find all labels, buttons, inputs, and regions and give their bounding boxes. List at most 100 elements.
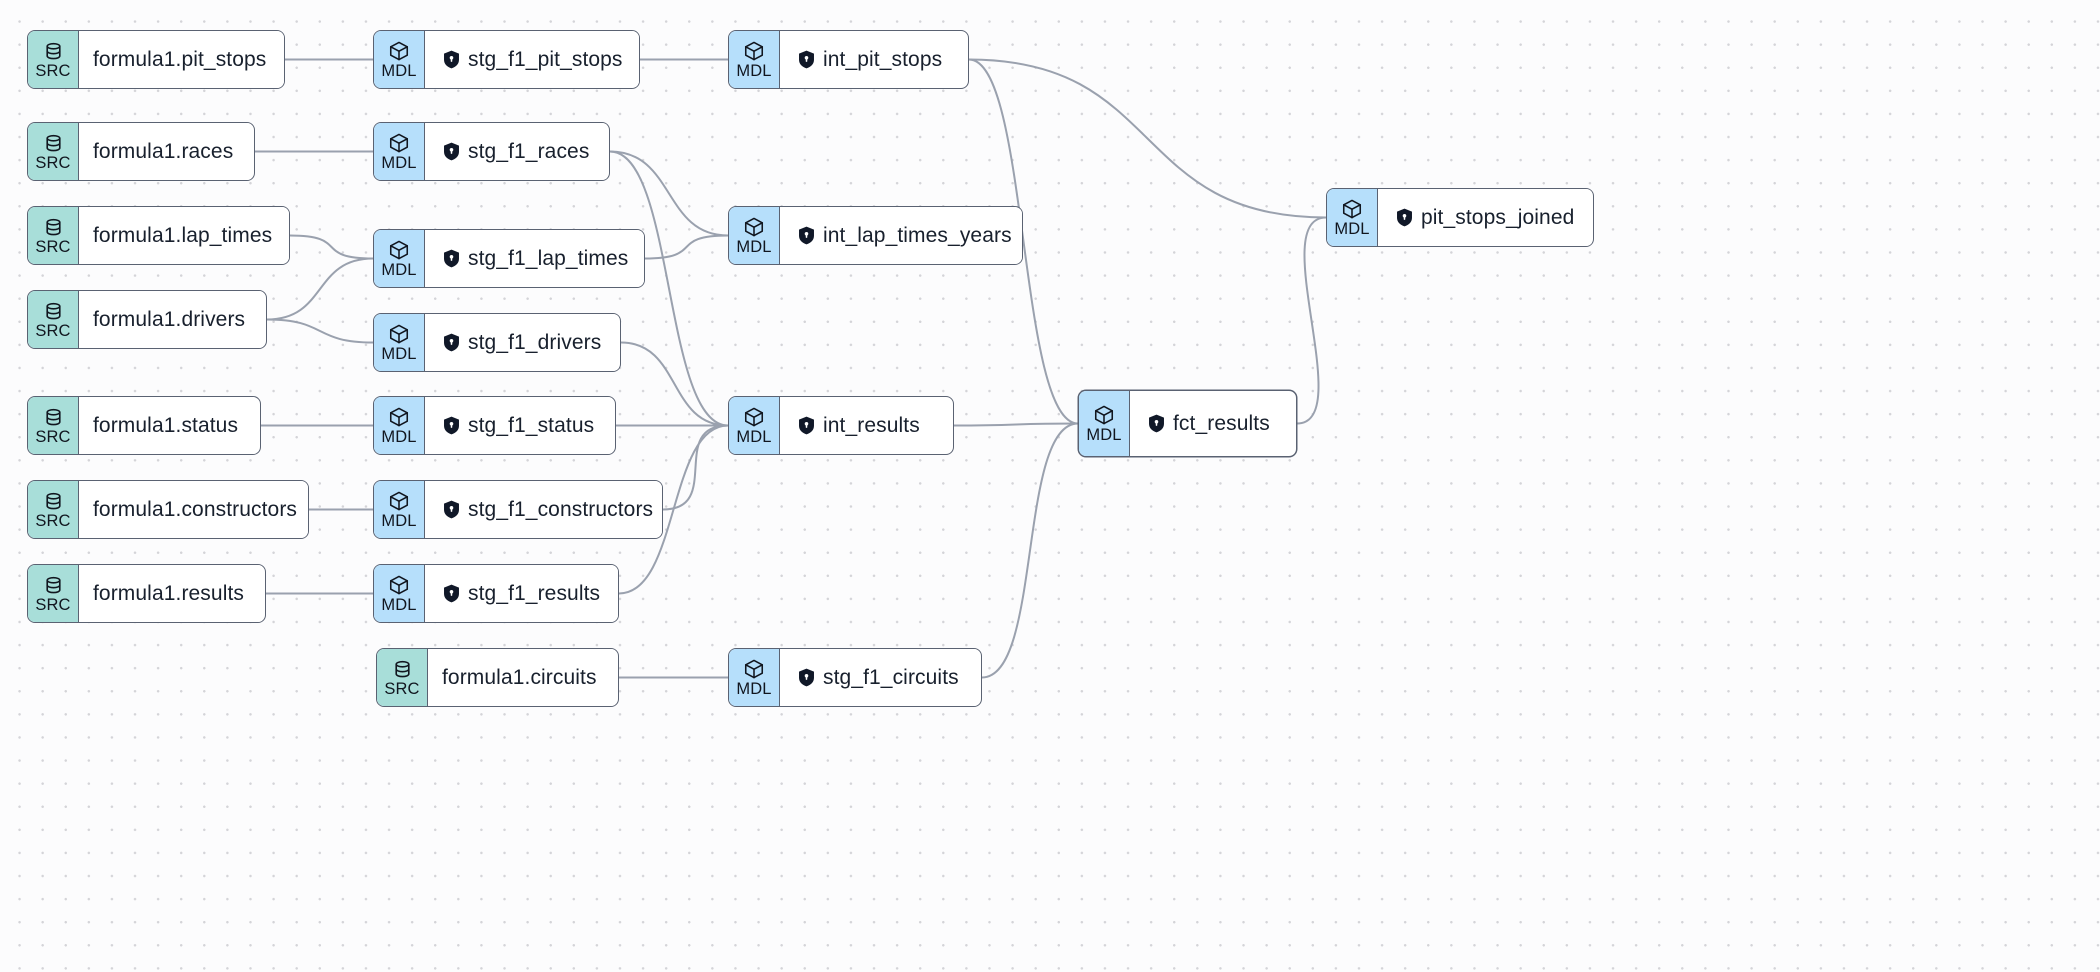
- database-icon: [43, 407, 64, 428]
- node-body-int_results: int_results: [780, 397, 938, 454]
- cube-icon: [743, 658, 765, 680]
- edge-stg_constructors-to-int_results: [662, 424, 729, 511]
- node-type-label: MDL: [381, 345, 417, 363]
- node-type-label: SRC: [35, 237, 71, 256]
- node-label: pit_stops_joined: [1421, 205, 1575, 229]
- node-label: formula1.drivers: [93, 307, 246, 331]
- node-type-label: MDL: [736, 238, 772, 256]
- cube-icon: [388, 323, 410, 345]
- edge-src_drivers-to-stg_lap_times: [266, 257, 374, 321]
- node-body-pit_stops_joined: pit_stops_joined: [1378, 189, 1593, 246]
- shield-icon: [798, 416, 815, 435]
- node-body-src_circuits: formula1.circuits: [428, 649, 615, 706]
- node-body-stg_circuits: stg_f1_circuits: [780, 649, 977, 706]
- node-type-label: MDL: [381, 62, 417, 80]
- node-src_circuits[interactable]: SRC formula1.circuits: [376, 648, 619, 707]
- shield-icon: [443, 500, 460, 519]
- edge-int_pit_stops-to-pit_stops_joined: [968, 58, 1327, 219]
- node-stg_status[interactable]: MDL stg_f1_status: [373, 396, 616, 455]
- node-type-badge-int_pit_stops: MDL: [729, 31, 780, 88]
- node-type-badge-src_circuits: SRC: [377, 649, 428, 706]
- node-body-src_pit_stops: formula1.pit_stops: [79, 31, 284, 88]
- node-stg_pit_stops[interactable]: MDL stg_f1_pit_stops: [373, 30, 640, 89]
- database-icon: [43, 575, 64, 596]
- node-type-badge-stg_races: MDL: [374, 123, 425, 180]
- node-body-int_lap_times_years: int_lap_times_years: [780, 207, 1022, 264]
- node-src_pit_stops[interactable]: SRC formula1.pit_stops: [27, 30, 285, 89]
- cube-icon: [388, 40, 410, 62]
- shield-icon: [443, 416, 460, 435]
- database-icon: [392, 659, 413, 680]
- node-type-label: MDL: [736, 62, 772, 80]
- node-body-src_lap_times: formula1.lap_times: [79, 207, 289, 264]
- node-stg_constructors[interactable]: MDL stg_f1_constructors: [373, 480, 663, 539]
- node-type-badge-src_lap_times: SRC: [28, 207, 79, 264]
- cube-icon: [388, 239, 410, 261]
- node-body-src_races: formula1.races: [79, 123, 252, 180]
- node-type-badge-stg_circuits: MDL: [729, 649, 780, 706]
- shield-icon: [798, 226, 815, 245]
- node-type-label: SRC: [35, 153, 71, 172]
- node-body-stg_lap_times: stg_f1_lap_times: [425, 230, 644, 287]
- node-type-label: MDL: [1086, 426, 1122, 444]
- node-body-stg_pit_stops: stg_f1_pit_stops: [425, 31, 639, 88]
- node-type-label: SRC: [35, 61, 71, 80]
- node-type-badge-stg_lap_times: MDL: [374, 230, 425, 287]
- node-body-stg_results: stg_f1_results: [425, 565, 618, 622]
- node-pit_stops_joined[interactable]: MDL pit_stops_joined: [1326, 188, 1594, 247]
- node-body-stg_constructors: stg_f1_constructors: [425, 481, 662, 538]
- database-icon: [43, 491, 64, 512]
- node-label: formula1.status: [93, 413, 239, 437]
- node-type-label: SRC: [35, 427, 71, 446]
- cube-icon: [388, 406, 410, 428]
- node-type-label: MDL: [381, 512, 417, 530]
- node-label: formula1.circuits: [442, 665, 597, 689]
- node-label: formula1.races: [93, 139, 234, 163]
- node-label: formula1.pit_stops: [93, 47, 267, 71]
- node-label: int_pit_stops: [823, 47, 943, 71]
- cube-icon: [1093, 404, 1115, 426]
- node-type-label: SRC: [384, 679, 420, 698]
- edge-stg_drivers-to-int_results: [620, 341, 729, 427]
- node-label: stg_f1_pit_stops: [468, 47, 623, 71]
- node-type-badge-src_races: SRC: [28, 123, 79, 180]
- node-type-badge-stg_constructors: MDL: [374, 481, 425, 538]
- edge-stg_races-to-int_lap_times_years: [609, 150, 729, 237]
- node-type-badge-src_status: SRC: [28, 397, 79, 454]
- node-src_status[interactable]: SRC formula1.status: [27, 396, 261, 455]
- node-type-badge-stg_results: MDL: [374, 565, 425, 622]
- node-type-label: MDL: [1334, 220, 1370, 238]
- node-type-label: MDL: [381, 428, 417, 446]
- database-icon: [43, 301, 64, 322]
- node-src_drivers[interactable]: SRC formula1.drivers: [27, 290, 267, 349]
- node-src_lap_times[interactable]: SRC formula1.lap_times: [27, 206, 290, 265]
- edge-int_results-to-fct_results: [953, 422, 1079, 427]
- node-label: stg_f1_status: [468, 413, 595, 437]
- shield-icon: [798, 50, 815, 69]
- shield-icon: [443, 333, 460, 352]
- cube-icon: [743, 216, 765, 238]
- node-label: formula1.lap_times: [93, 223, 273, 247]
- node-int_pit_stops[interactable]: MDL int_pit_stops: [728, 30, 969, 89]
- database-icon: [43, 217, 64, 238]
- cube-icon: [388, 490, 410, 512]
- node-body-src_status: formula1.status: [79, 397, 257, 454]
- cube-icon: [743, 40, 765, 62]
- node-type-badge-int_results: MDL: [729, 397, 780, 454]
- node-src_races[interactable]: SRC formula1.races: [27, 122, 255, 181]
- database-icon: [43, 41, 64, 62]
- node-int_lap_times_years[interactable]: MDL int_lap_times_years: [728, 206, 1023, 265]
- node-type-label: SRC: [35, 321, 71, 340]
- cube-icon: [743, 406, 765, 428]
